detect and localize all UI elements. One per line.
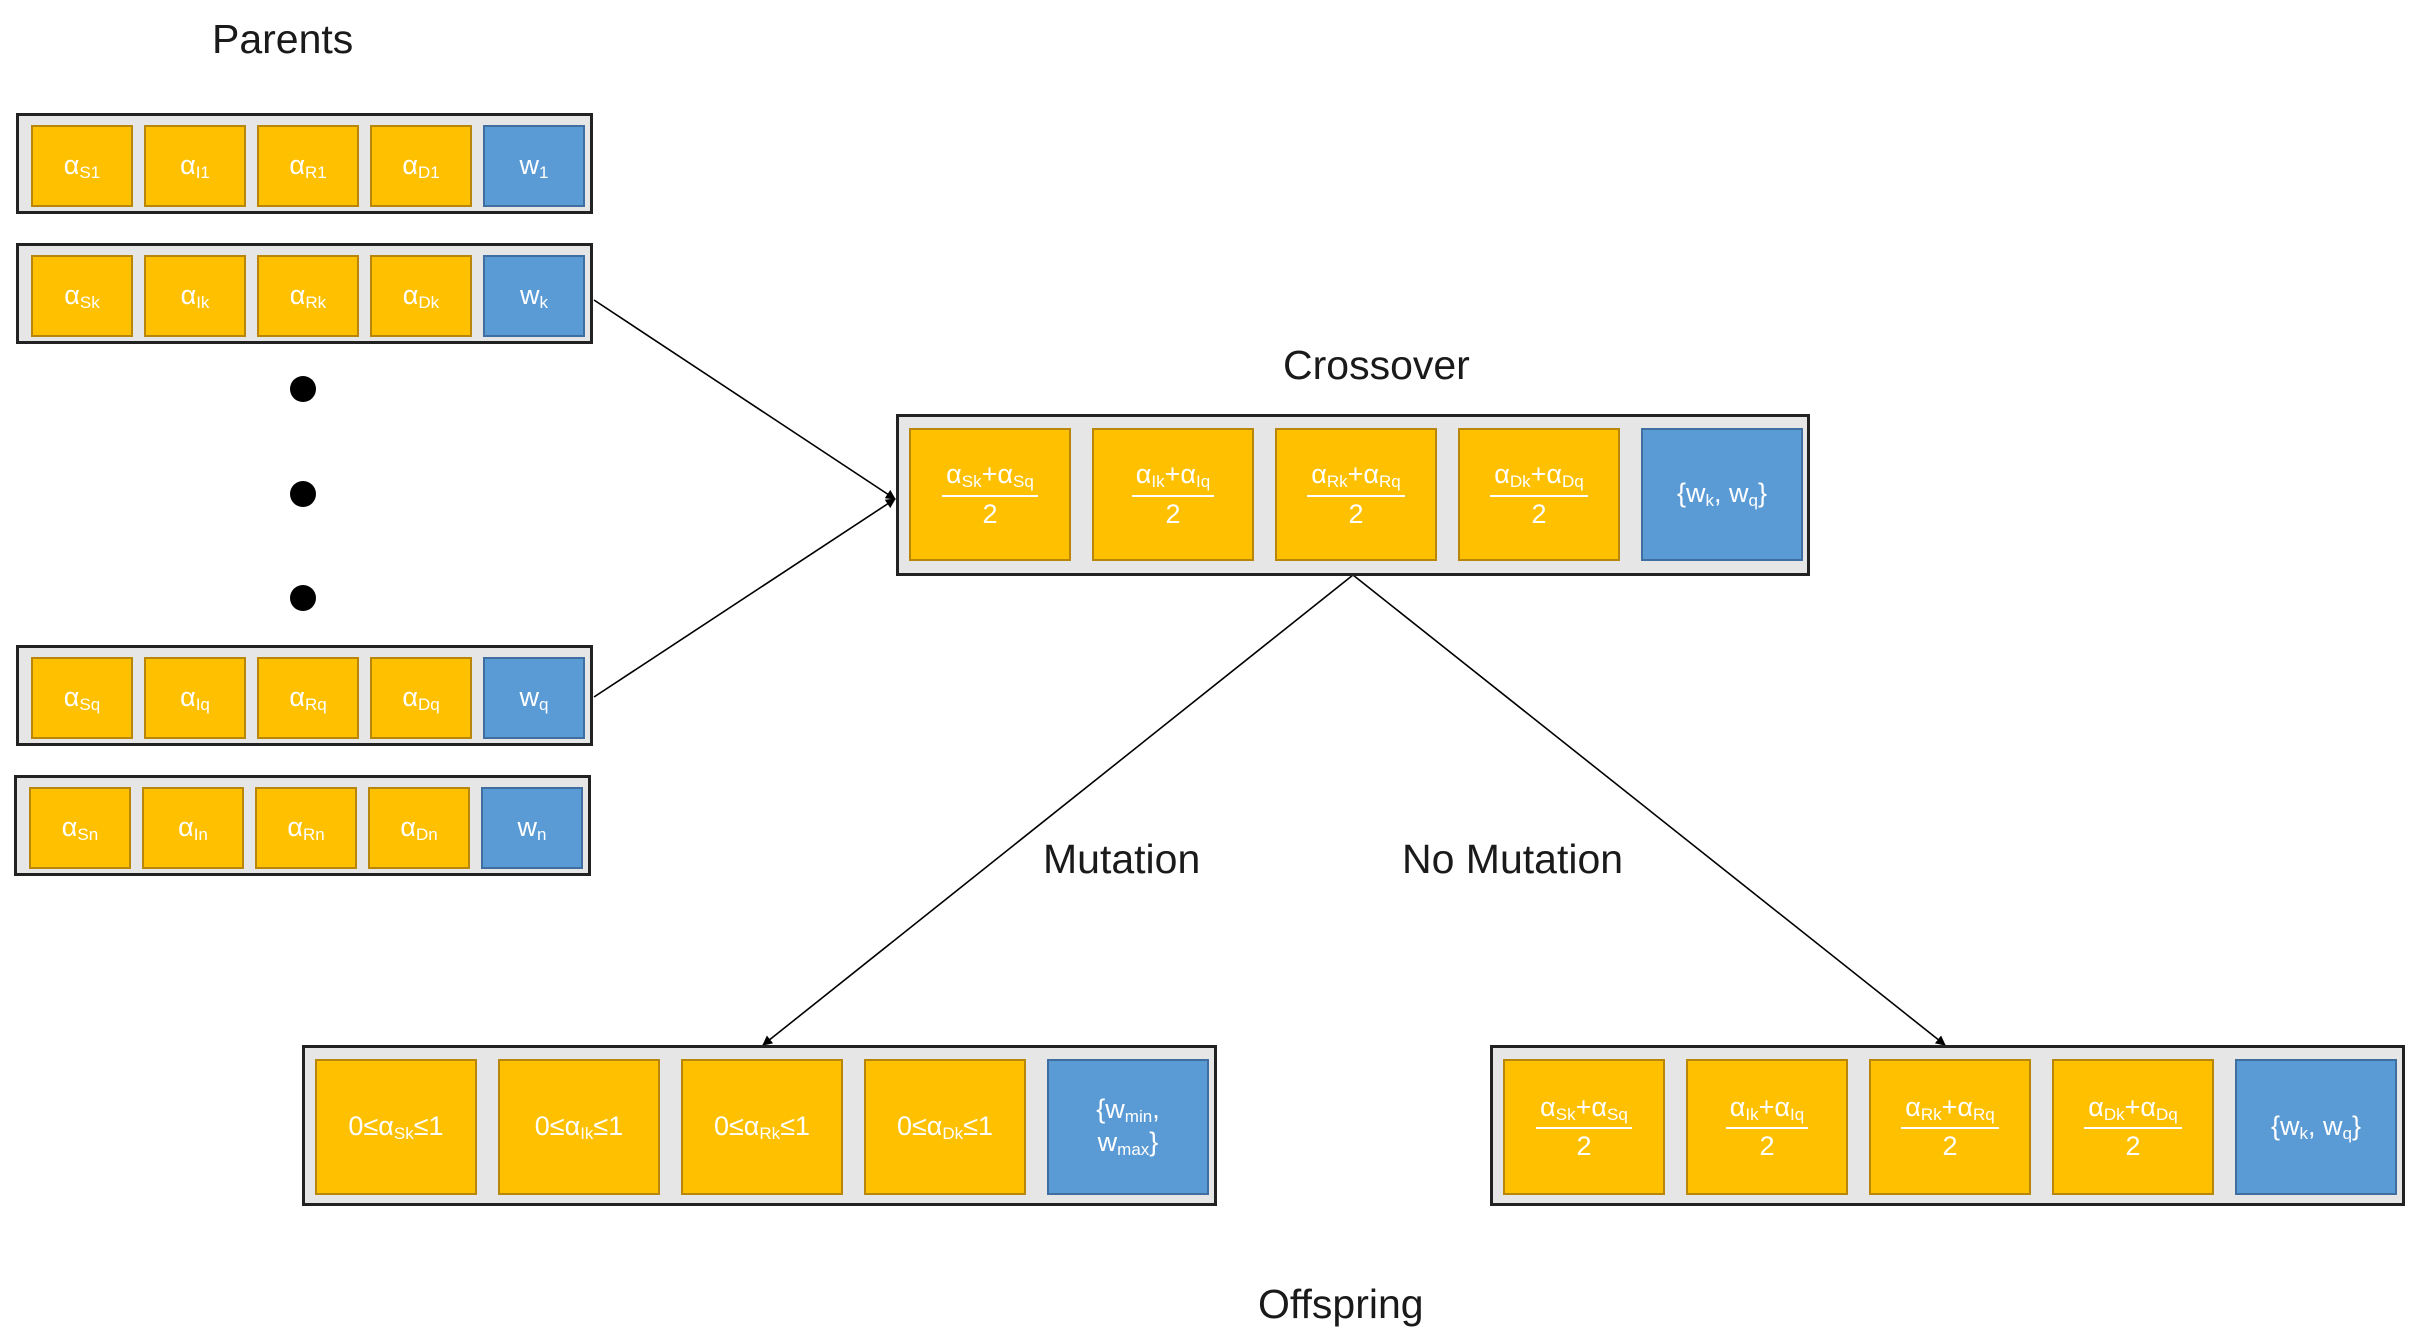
gene-alpha: αDn (368, 787, 470, 869)
parent-chromosome-1: αS1 αI1 αR1 αD1 w1 (16, 113, 593, 214)
gene-crossover-weight: {wk, wq} (2235, 1059, 2397, 1195)
gene-mutation-weight-range: {wmin,wmax} (1047, 1059, 1209, 1195)
no-mutation-label: No Mutation (1402, 836, 1624, 882)
gene-alpha: αS1 (31, 125, 133, 207)
gene-mutation-range: 0≤αSk≤1 (315, 1059, 477, 1195)
gene-alpha: αRq (257, 657, 359, 739)
gene-alpha: αI1 (144, 125, 246, 207)
ellipsis-dot (290, 376, 316, 402)
mutation-offspring-chromosome: 0≤αSk≤1 0≤αIk≤1 0≤αRk≤1 0≤αDk≤1 {wmin,wm… (302, 1045, 1217, 1206)
gene-alpha: αSk (31, 255, 133, 337)
gene-alpha: αIk (144, 255, 246, 337)
arrow-crossover-to-no-mutation (1352, 574, 1946, 1046)
gene-weight: wn (481, 787, 583, 869)
gene-mutation-range: 0≤αRk≤1 (681, 1059, 843, 1195)
gene-crossover-weight: {wk, wq} (1641, 428, 1803, 561)
ellipsis-dot (290, 585, 316, 611)
gene-mutation-range: 0≤αDk≤1 (864, 1059, 1026, 1195)
gene-weight: wk (483, 255, 585, 337)
arrow-parent-k-to-crossover (593, 299, 896, 500)
gene-alpha: αDk (370, 255, 472, 337)
crossover-label: Crossover (1283, 342, 1470, 388)
parent-chromosome-n: αSn αIn αRn αDn wn (14, 775, 591, 876)
gene-alpha: αR1 (257, 125, 359, 207)
arrow-crossover-to-mutation (762, 574, 1354, 1046)
gene-alpha: αIn (142, 787, 244, 869)
gene-weight: w1 (483, 125, 585, 207)
gene-alpha: αDq (370, 657, 472, 739)
mutation-label: Mutation (1043, 836, 1201, 882)
gene-weight: wq (483, 657, 585, 739)
parent-chromosome-q: αSq αIq αRq αDq wq (16, 645, 593, 746)
gene-alpha: αD1 (370, 125, 472, 207)
arrow-parent-q-to-crossover (593, 498, 896, 698)
parents-label: Parents (212, 16, 354, 62)
gene-alpha: αSn (29, 787, 131, 869)
gene-mutation-range: 0≤αIk≤1 (498, 1059, 660, 1195)
offspring-label: Offspring (1258, 1281, 1424, 1327)
parent-chromosome-k: αSk αIk αRk αDk wk (16, 243, 593, 344)
gene-alpha: αRn (255, 787, 357, 869)
gene-alpha: αSq (31, 657, 133, 739)
gene-alpha: αIq (144, 657, 246, 739)
ellipsis-dot (290, 481, 316, 507)
gene-alpha: αRk (257, 255, 359, 337)
